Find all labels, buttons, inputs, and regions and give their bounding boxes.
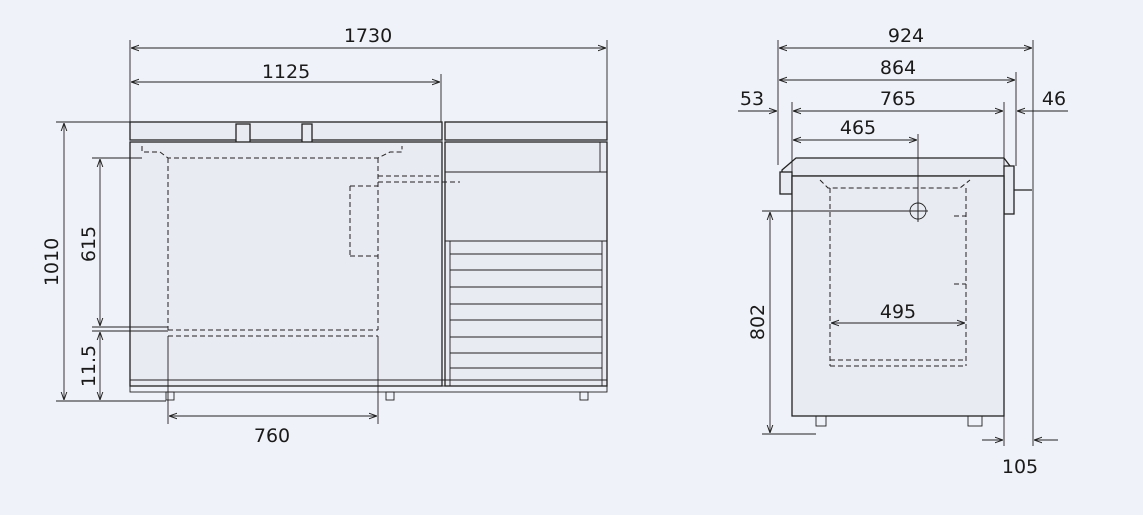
side-view: 924 864 765 53 46 465 495 802 105 — [738, 25, 1068, 478]
vent-grille — [449, 241, 603, 386]
side-interior-outline — [819, 179, 971, 367]
front-interior-outline — [141, 146, 460, 337]
dim-floor-to-rim: 802 — [747, 304, 769, 340]
dim-bottom-clearance: 11.5 — [78, 345, 100, 387]
front-foot — [165, 391, 175, 401]
front-foot — [385, 391, 395, 401]
dim-side-interior-depth: 495 — [880, 301, 916, 323]
side-foot — [815, 415, 827, 427]
front-view: 1730 1125 1010 615 11.5 760 — [41, 25, 608, 447]
dim-left-overhang: 53 — [740, 88, 764, 110]
side-lid — [781, 157, 1011, 177]
side-hinge — [1003, 165, 1015, 215]
dim-body-depth: 765 — [880, 88, 916, 110]
dim-lid-width: 1125 — [262, 61, 310, 83]
dim-handle-offset: 465 — [840, 117, 876, 139]
dim-interior-width: 760 — [254, 425, 290, 447]
front-foot — [579, 391, 589, 401]
front-lid — [129, 121, 443, 141]
dim-overall-width: 1730 — [344, 25, 392, 47]
dim-cabinet-depth: 864 — [880, 57, 916, 79]
dim-rear-clearance: 105 — [1002, 456, 1038, 478]
front-machine-compartment — [444, 141, 608, 387]
dim-overall-depth: 924 — [888, 25, 924, 47]
dim-right-overhang: 46 — [1042, 88, 1066, 110]
side-foot — [967, 415, 983, 427]
front-cabinet — [129, 141, 443, 387]
dim-overall-height: 1010 — [41, 238, 63, 286]
front-top-panel — [444, 121, 608, 141]
side-cabinet — [791, 175, 1005, 417]
dim-interior-depth: 615 — [78, 226, 100, 262]
